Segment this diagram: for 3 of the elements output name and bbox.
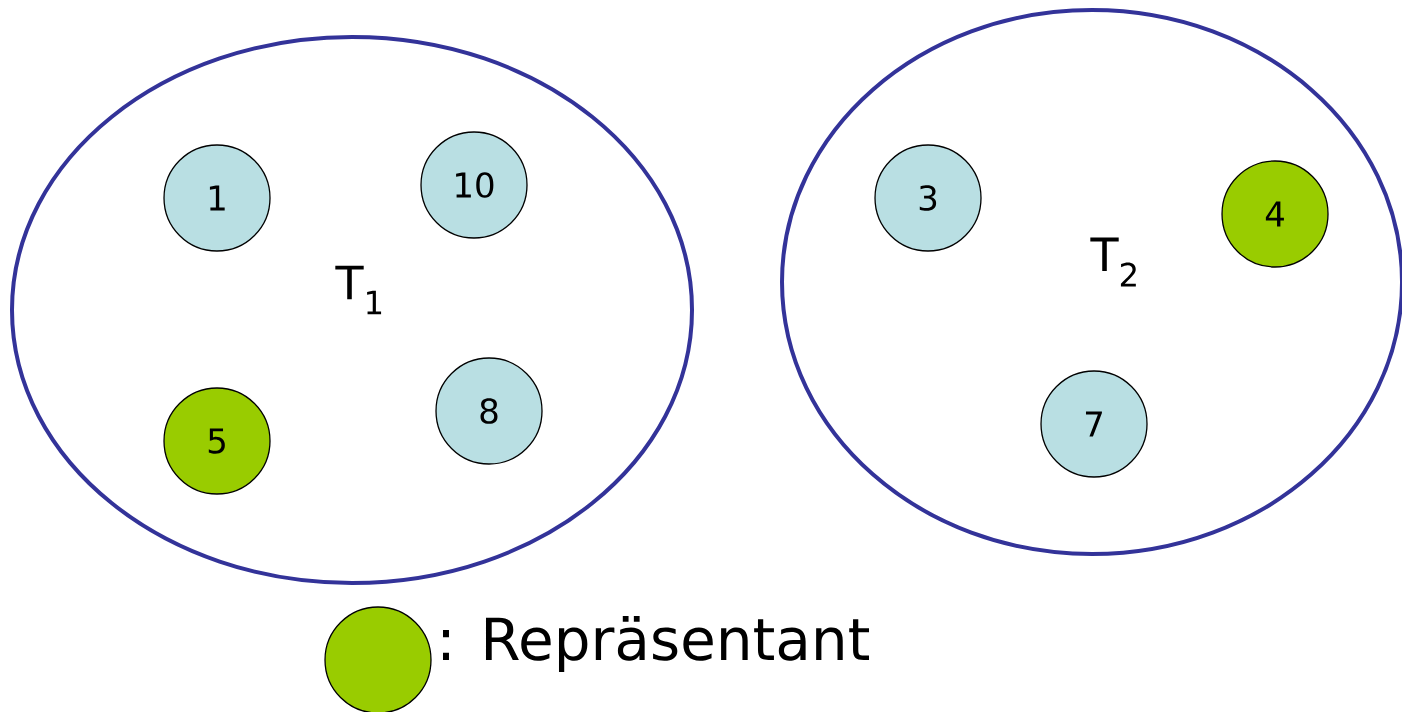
set-label: T$_{1}$ <box>335 265 382 315</box>
set-label: T$_{2}$ <box>1090 237 1136 287</box>
legend-text: : Repräsentant <box>443 616 869 672</box>
